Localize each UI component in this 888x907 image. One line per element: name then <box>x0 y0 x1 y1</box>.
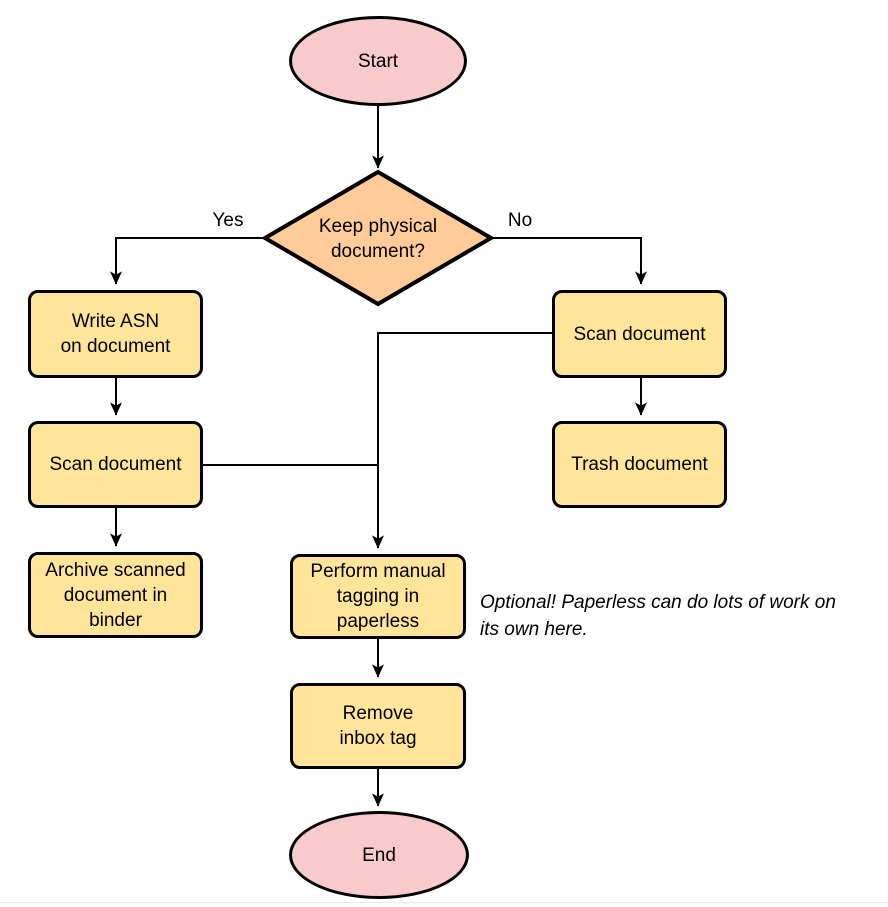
remove-inbox-tag-node: Remove inbox tag <box>290 683 466 769</box>
edge-label-yes: Yes <box>212 210 244 231</box>
perform-tagging-node: Perform manual tagging in paperless <box>290 554 466 639</box>
annotation-optional-note: Optional! Paperless can do lots of work … <box>480 589 836 643</box>
archive-document-label: Archive scanned document in binder <box>45 559 186 631</box>
start-label: Start <box>357 50 399 72</box>
page-bottom-edge <box>0 902 888 907</box>
decision-node-label: Keep physical document? <box>318 216 438 262</box>
start-node: Start <box>289 16 467 106</box>
scan-document-right-node: Scan document <box>552 290 727 378</box>
trash-document-label: Trash document <box>571 454 708 475</box>
annotation-line-1: Optional! Paperless can do lots of work … <box>480 592 836 613</box>
edge-label-no: No <box>507 210 533 231</box>
edge-decision-yes-to-write-asn <box>110 237 265 285</box>
scan-document-left-label: Scan document <box>49 454 182 475</box>
decision-diamond-shape <box>261 169 495 307</box>
write-asn-node: Write ASN on document <box>28 290 203 378</box>
archive-document-node: Archive scanned document in binder <box>28 552 203 638</box>
edge-decision-no-to-scan-right <box>491 237 647 285</box>
end-label: End <box>362 844 396 866</box>
perform-tagging-label: Perform manual tagging in paperless <box>310 561 446 632</box>
annotation-line-2: its own here. <box>480 619 588 640</box>
remove-inbox-tag-label: Remove inbox tag <box>339 703 417 749</box>
scan-document-left-node: Scan document <box>28 421 203 508</box>
trash-document-node: Trash document <box>552 421 727 508</box>
end-node: End <box>289 811 469 899</box>
write-asn-label: Write ASN on document <box>60 311 171 357</box>
edge-scan-right-to-perform-tagging <box>372 332 552 549</box>
scan-document-right-label: Scan document <box>573 323 706 345</box>
